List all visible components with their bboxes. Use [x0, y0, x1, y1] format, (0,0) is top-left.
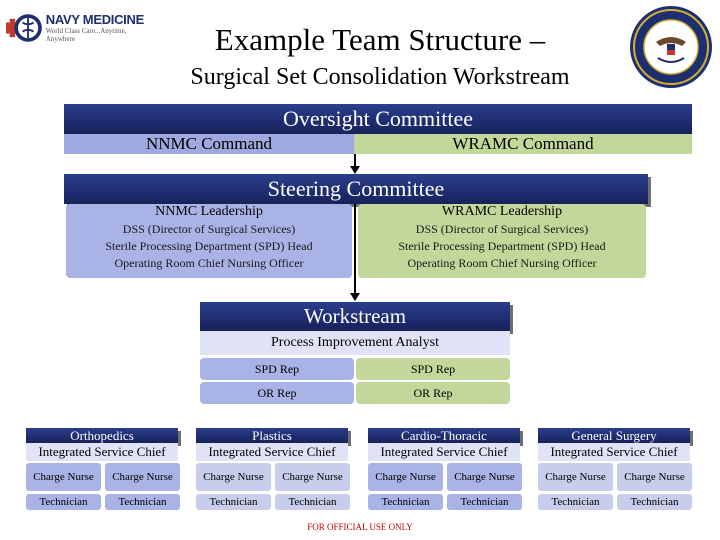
technician-box: Technician [368, 494, 443, 510]
wramc-leadership-box: WRAMC Leadership DSS (Director of Surgic… [358, 204, 646, 278]
navy-medicine-logo: NAVY MEDICINE World Class Care...Anytime… [6, 6, 148, 50]
technician-box: Technician [538, 494, 613, 510]
nnmc-leadership-line: Operating Room Chief Nursing Officer [114, 256, 304, 270]
wramc-command-box: WRAMC Command [354, 134, 692, 154]
technician-box: Technician [275, 494, 350, 510]
technician-box: Technician [105, 494, 180, 510]
wramc-leadership-line: DSS (Director of Surgical Services) [415, 222, 589, 236]
charge-nurse-box: Charge Nurse [538, 463, 613, 491]
charge-nurse-box: Charge Nurse [447, 463, 522, 491]
charge-nurse-box: Charge Nurse [275, 463, 350, 491]
technician-box: Technician [196, 494, 271, 510]
nnmc-command-box: NNMC Command [64, 134, 354, 154]
navy-medicine-emblem-icon [6, 14, 42, 42]
service-group-name: Cardio-Thoracic [368, 428, 520, 443]
service-group-chief: Integrated Service Chief [538, 443, 690, 461]
wramc-leadership-heading: WRAMC Leadership [441, 204, 563, 219]
technician-box: Technician [26, 494, 101, 510]
process-improvement-analyst-box: Process Improvement Analyst [200, 331, 510, 355]
service-group-chief: Integrated Service Chief [26, 443, 178, 461]
workstream-title: Workstream [200, 302, 510, 331]
wramc-leadership-line: Sterile Processing Department (SPD) Head [398, 239, 606, 253]
official-use-notice: FOR OFFICIAL USE ONLY [307, 522, 413, 532]
charge-nurse-box: Charge Nurse [105, 463, 180, 491]
wramc-leadership-line: Operating Room Chief Nursing Officer [407, 256, 597, 270]
technician-box: Technician [447, 494, 522, 510]
charge-nurse-box: Charge Nurse [617, 463, 692, 491]
arrow-down-icon [350, 293, 360, 301]
arrow-down-icon [350, 166, 360, 174]
page-title: Example Team Structure – [214, 22, 546, 57]
nnmc-leadership-line: Sterile Processing Department (SPD) Head [105, 239, 313, 253]
or-rep-wramc-box: OR Rep [356, 382, 510, 404]
service-group: Cardio-Thoracic Integrated Service Chief… [368, 428, 524, 514]
service-group: General Surgery Integrated Service Chief… [538, 428, 694, 514]
steering-committee-title: Steering Committee [64, 174, 648, 204]
department-of-navy-seal-icon [630, 6, 712, 88]
nnmc-leadership-box: NNMC Leadership DSS (Director of Surgica… [66, 204, 352, 278]
charge-nurse-box: Charge Nurse [368, 463, 443, 491]
service-group-name: Plastics [196, 428, 348, 443]
connector-steering-workstream [354, 204, 356, 294]
service-group: Orthopedics Integrated Service Chief Cha… [26, 428, 182, 514]
service-group-chief: Integrated Service Chief [196, 443, 348, 461]
service-group: Plastics Integrated Service Chief Charge… [196, 428, 352, 514]
connector-oversight-steering [354, 154, 356, 167]
spd-rep-nnmc-box: SPD Rep [200, 358, 354, 380]
service-group-name: Orthopedics [26, 428, 178, 443]
oversight-committee-title: Oversight Committee [64, 104, 692, 134]
technician-box: Technician [617, 494, 692, 510]
logo-tagline-text: World Class Care...Anytime, Anywhere [45, 27, 127, 43]
nnmc-leadership-heading: NNMC Leadership [155, 204, 263, 219]
service-group-name: General Surgery [538, 428, 690, 443]
service-group-chief: Integrated Service Chief [368, 443, 520, 461]
or-rep-nnmc-box: OR Rep [200, 382, 354, 404]
nnmc-leadership-line: DSS (Director of Surgical Services) [122, 222, 296, 236]
charge-nurse-box: Charge Nurse [26, 463, 101, 491]
charge-nurse-box: Charge Nurse [196, 463, 271, 491]
page-subtitle: Surgical Set Consolidation Workstream [190, 63, 570, 90]
logo-brand-text: NAVY MEDICINE [45, 12, 145, 27]
spd-rep-wramc-box: SPD Rep [356, 358, 510, 380]
